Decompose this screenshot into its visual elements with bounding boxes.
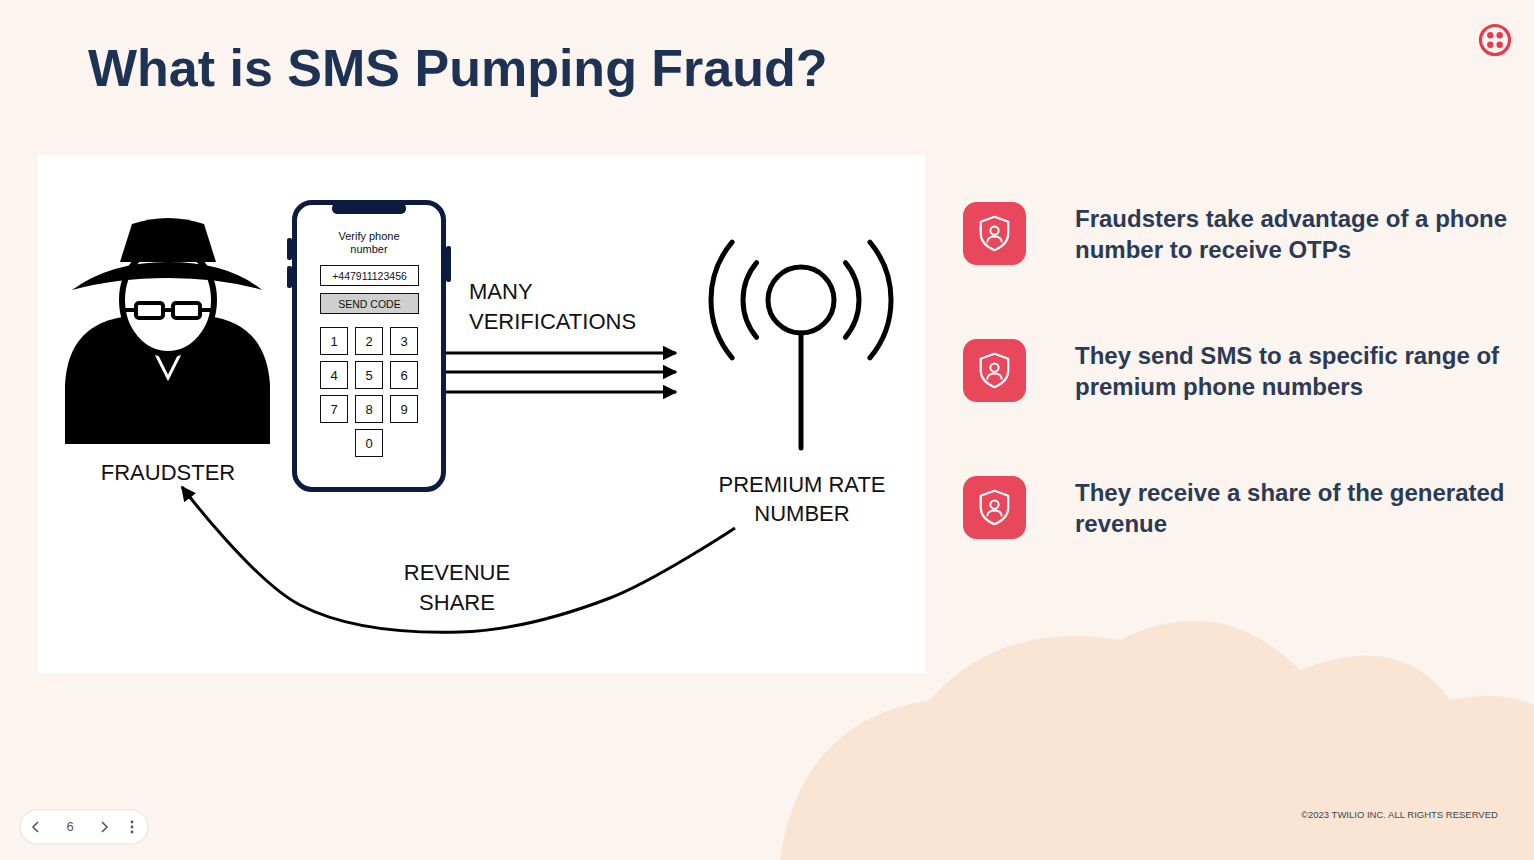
diagram-panel xyxy=(38,155,925,673)
send-button: SEND CODE xyxy=(320,293,419,314)
slide-title: What is SMS Pumping Fraud? xyxy=(88,38,828,98)
key-button: 8 xyxy=(355,395,383,423)
flow-arrow xyxy=(446,391,676,394)
key-button: 1 xyxy=(320,327,348,355)
node-text: 1 xyxy=(330,334,337,349)
copyright-note: ©2023 TWILIO INC. ALL RIGHTS RESERVED xyxy=(1301,809,1498,820)
phone-input: +447911123456 xyxy=(320,265,419,286)
fraudster-node: FRAUDSTER xyxy=(60,215,276,487)
key-button: 5 xyxy=(355,361,383,389)
brand-logo xyxy=(1481,26,1510,55)
key-button: 4 xyxy=(320,361,348,389)
node-text: 3 xyxy=(400,334,407,349)
bullet-icon xyxy=(963,339,1026,402)
node-text: Verify phone number xyxy=(327,230,411,256)
flow-arrow xyxy=(446,352,676,355)
bullet-icon xyxy=(963,202,1026,265)
key-button: 3 xyxy=(390,327,418,355)
node-text: 5 xyxy=(365,368,372,383)
node-text: 2 xyxy=(365,334,372,349)
key-button: 6 xyxy=(390,361,418,389)
key-button: 0 xyxy=(355,429,383,457)
key-button: 9 xyxy=(390,395,418,423)
page-number: 6 xyxy=(60,819,80,835)
phone-node: Verify phone number +447911123456SEND COD… xyxy=(292,200,446,492)
edge-label: REVENUE SHARE xyxy=(387,558,527,618)
flow-arrow xyxy=(182,487,735,632)
key-button: 2 xyxy=(355,327,383,355)
bullet-text: They receive a share of the generated re… xyxy=(1075,477,1515,539)
antenna-symbol xyxy=(711,242,891,448)
bullet-text: They send SMS to a specific range of pre… xyxy=(1075,340,1515,402)
edge-label: MANY VERIFICATIONS xyxy=(469,277,649,337)
node-text: +447911123456 xyxy=(332,270,407,282)
node-text: 6 xyxy=(400,368,407,383)
node-text: 0 xyxy=(365,436,372,451)
node-text: FRAUDSTER xyxy=(73,458,263,487)
page-nav xyxy=(20,810,148,844)
key-button: 7 xyxy=(320,395,348,423)
node-text: PREMIUM RATE NUMBER xyxy=(707,470,897,528)
node-text: 8 xyxy=(365,402,372,417)
bullet-icon xyxy=(963,476,1026,539)
node-text: 9 xyxy=(400,402,407,417)
fraudster-figure xyxy=(65,218,270,444)
node-text: SEND CODE xyxy=(338,298,400,310)
node-text: 7 xyxy=(330,402,337,417)
flow-arrow xyxy=(446,371,676,374)
node-text: 4 xyxy=(330,368,337,383)
phone-frame xyxy=(287,203,451,288)
bullet-text: Fraudsters take advantage of a phone num… xyxy=(1075,203,1515,265)
premium-number-node: PREMIUM RATE NUMBER xyxy=(676,220,928,528)
